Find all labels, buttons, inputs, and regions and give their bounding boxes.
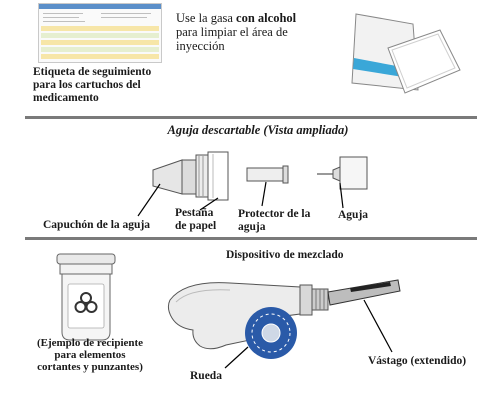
gauze-pad <box>387 29 461 94</box>
needle <box>317 156 368 190</box>
alcohol-instruction: Use la gasa con alcohol para limpiar el … <box>176 11 316 53</box>
needle-protector <box>246 165 289 184</box>
needle-cap <box>152 154 209 198</box>
mixing-wheel <box>245 307 297 359</box>
tracking-label-caption: Etiqueta de seguimiento para los cartuch… <box>33 66 152 104</box>
tracking-label-card <box>38 3 162 63</box>
wheel-label: Rueda <box>190 370 222 382</box>
mixing-device-body <box>167 282 301 350</box>
rod-label: Vástago (extendido) <box>368 355 467 367</box>
needle-label: Aguja <box>338 209 369 221</box>
alcohol-text-suffix: para limpiar el área de inyección <box>176 25 288 53</box>
needle-section-title: Aguja descartable (Vista ampliada) <box>167 123 349 137</box>
needle-protector-label: Protector de la aguja <box>238 208 311 233</box>
sharps-container-caption: (Ejemplo de recipiente para elementos co… <box>36 337 144 373</box>
biohazard-icon <box>74 292 98 313</box>
tracking-label-header <box>39 4 161 9</box>
mixing-device-rod <box>299 279 401 316</box>
top-divider <box>25 116 477 119</box>
alcohol-text-bold: con alcohol <box>236 11 297 25</box>
paper-tab <box>207 151 229 201</box>
paper-tab-label: Pestaña de papel <box>175 207 217 232</box>
needle-cap-label: Capuchón de la aguja <box>43 219 151 231</box>
bottom-divider <box>25 237 477 240</box>
mixing-device-title: Dispositivo de mezclado <box>226 249 344 261</box>
alcohol-text-prefix: Use la gasa <box>176 11 237 25</box>
